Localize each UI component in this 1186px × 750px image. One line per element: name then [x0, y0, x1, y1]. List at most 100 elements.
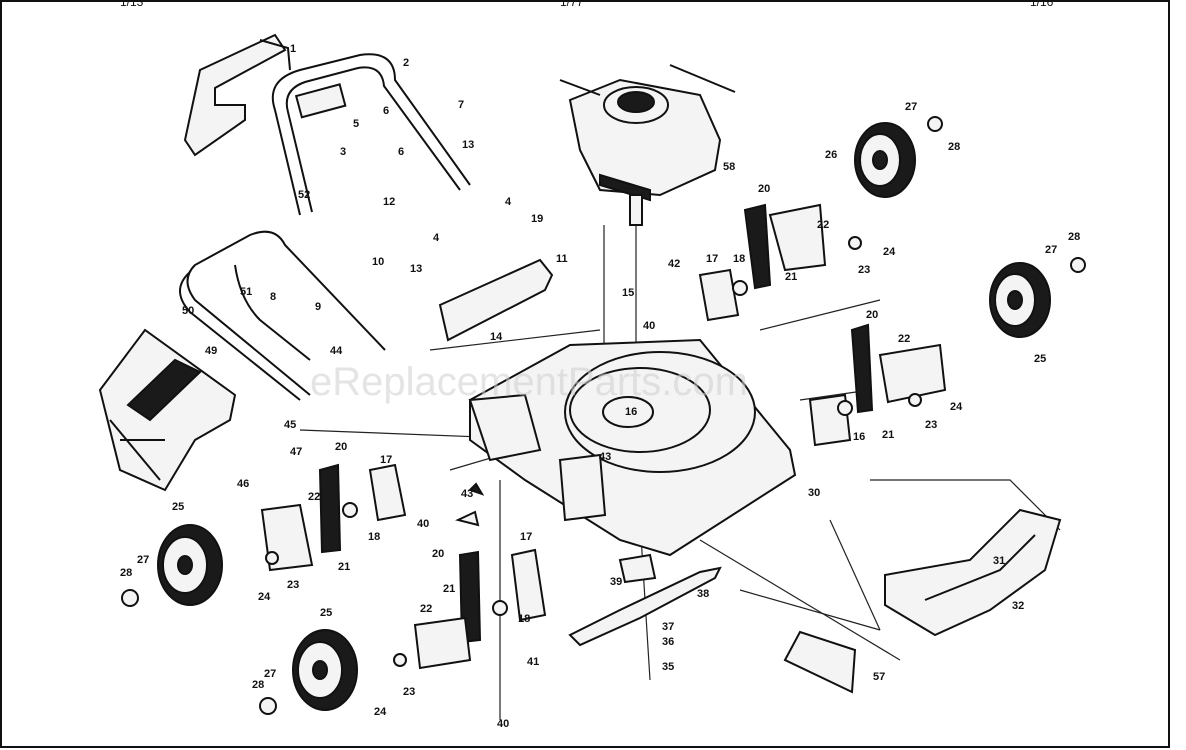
part-callout-21: 21 [338, 561, 350, 573]
part-callout-28: 28 [120, 567, 132, 579]
part-callout-28: 28 [252, 679, 264, 691]
part-callout-25: 25 [172, 501, 184, 513]
part-callout-22: 22 [817, 219, 829, 231]
part-callout-28: 28 [1068, 231, 1080, 243]
part-callout-7: 7 [458, 99, 464, 111]
part-callout-27: 27 [905, 101, 917, 113]
control-bar [438, 258, 554, 342]
part-callout-30: 30 [808, 487, 820, 499]
part-callout-22: 22 [898, 333, 910, 345]
part-callout-20: 20 [866, 309, 878, 321]
part-callout-24: 24 [374, 706, 387, 718]
part-callout-25: 25 [320, 607, 332, 619]
grass-catcher [98, 328, 237, 492]
upper-handle [271, 53, 471, 216]
part-callout-20: 20 [335, 441, 347, 453]
part-callout-39: 39 [610, 576, 622, 588]
part-callout-40: 40 [497, 718, 509, 730]
part-callout-18: 18 [733, 253, 745, 265]
part-callout-28: 28 [948, 141, 960, 153]
wheel-rear-right [989, 262, 1051, 338]
fasteners [121, 116, 1086, 715]
part-callout-17: 17 [520, 531, 532, 543]
part-callout-12: 12 [383, 196, 395, 208]
part-callout-23: 23 [287, 579, 299, 591]
part-callout-58: 58 [723, 161, 735, 173]
part-callout-4: 4 [433, 232, 440, 244]
part-callout-5: 5 [353, 118, 359, 130]
part-callout-15: 15 [622, 287, 634, 299]
wheel-front-left [157, 524, 223, 606]
part-callout-22: 22 [420, 603, 432, 615]
part-callout-9: 9 [315, 301, 321, 313]
rear-shield [884, 508, 1062, 637]
part-callout-19: 19 [531, 213, 543, 225]
part-callout-43: 43 [461, 488, 473, 500]
part-callout-51: 51 [240, 286, 252, 298]
wheel-rear-top [854, 122, 916, 198]
upper-handle-bracket [183, 33, 291, 157]
part-callout-27: 27 [137, 554, 149, 566]
part-callout-31: 31 [993, 555, 1005, 567]
header-fragment: 1/77 [560, 0, 584, 9]
part-callout-23: 23 [403, 686, 415, 698]
part-callout-52: 52 [298, 189, 310, 201]
engine [559, 64, 736, 226]
part-callout-20: 20 [758, 183, 770, 195]
part-callout-16: 16 [853, 431, 865, 443]
part-callout-47: 47 [290, 446, 302, 458]
part-callout-4: 4 [505, 196, 512, 208]
blade [568, 553, 722, 647]
header-fragment: 1/16 [1030, 0, 1054, 9]
part-callout-50: 50 [182, 305, 194, 317]
mower-deck [468, 338, 797, 557]
part-callout-3: 3 [340, 146, 346, 158]
part-callout-18: 18 [368, 531, 380, 543]
part-callout-40: 40 [643, 320, 655, 332]
part-callout-43: 43 [599, 451, 611, 463]
part-callout-40: 40 [417, 518, 429, 530]
part-callout-11: 11 [556, 253, 568, 265]
part-callout-41: 41 [527, 656, 539, 668]
part-callout-24: 24 [883, 246, 896, 258]
part-callout-57: 57 [873, 671, 885, 683]
part-callout-14: 14 [490, 331, 503, 343]
part-callout-2: 2 [403, 57, 409, 69]
part-callout-24: 24 [950, 401, 963, 413]
lower-handle [179, 230, 386, 401]
part-callout-6: 6 [383, 105, 389, 117]
watermark: eReplacementParts.com [310, 360, 748, 404]
part-callout-23: 23 [925, 419, 937, 431]
part-callout-17: 17 [706, 253, 718, 265]
part-callout-45: 45 [284, 419, 296, 431]
part-callout-25: 25 [1034, 353, 1046, 365]
part-callout-37: 37 [662, 621, 674, 633]
part-callout-23: 23 [858, 264, 870, 276]
part-callout-36: 36 [662, 636, 674, 648]
part-callout-10: 10 [372, 256, 384, 268]
part-callout-16: 16 [625, 406, 637, 418]
part-callout-42: 42 [668, 258, 680, 270]
part-callout-44: 44 [330, 345, 343, 357]
part-callout-21: 21 [882, 429, 894, 441]
part-callout-13: 13 [410, 263, 422, 275]
part-callout-32: 32 [1012, 600, 1024, 612]
part-callout-27: 27 [264, 668, 276, 680]
part-callout-22: 22 [308, 491, 320, 503]
part-callout-18: 18 [518, 613, 530, 625]
side-plates [368, 268, 852, 622]
part-callout-24: 24 [258, 591, 271, 603]
height-adjusters [260, 203, 947, 670]
part-callout-21: 21 [785, 271, 797, 283]
part-callout-27: 27 [1045, 244, 1057, 256]
part-callout-6: 6 [398, 146, 404, 158]
part-callout-8: 8 [270, 291, 276, 303]
part-callout-13: 13 [462, 139, 474, 151]
part-callout-38: 38 [697, 588, 709, 600]
part-callout-35: 35 [662, 661, 674, 673]
part-callout-26: 26 [825, 149, 837, 161]
part-callout-1: 1 [290, 43, 296, 55]
part-callout-46: 46 [237, 478, 249, 490]
